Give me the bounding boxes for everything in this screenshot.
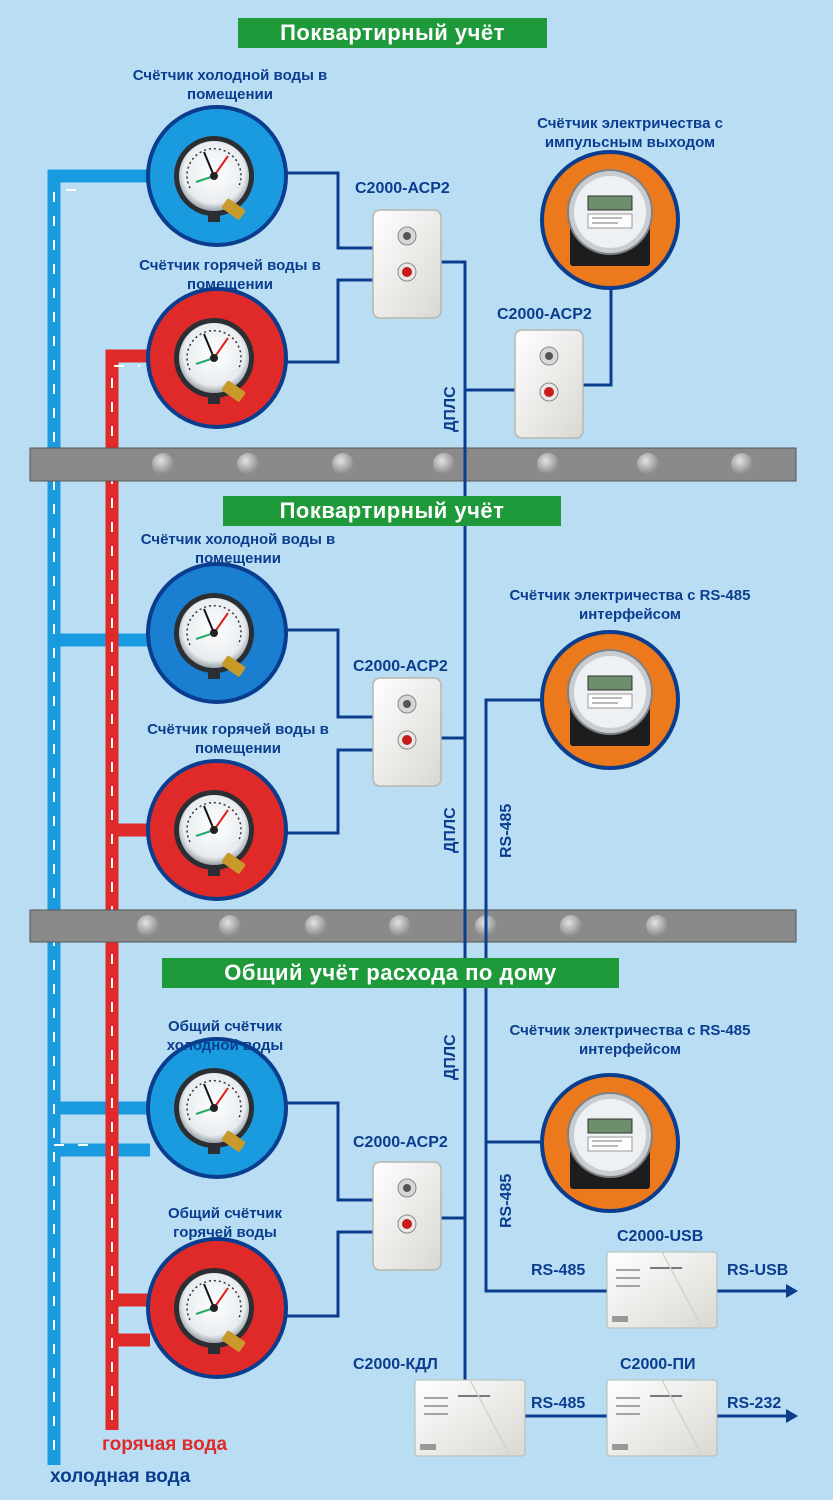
label-acp2-4: С2000-АСР2 — [353, 1134, 448, 1151]
label-hot-water: горячая вода — [102, 1434, 228, 1455]
label-hot-meter-common: Общий счётчик горячей воды — [168, 1205, 282, 1241]
banner-apartment-top: Поквартирный учёт — [238, 18, 547, 48]
label-rs485-vertical-2: RS-485 — [498, 1173, 515, 1228]
label-rs232: RS-232 — [727, 1395, 782, 1412]
hot-water-pipe — [105, 349, 150, 1430]
floor-slab-icon — [29, 447, 797, 943]
label-electric-meter-1: Счётчик электричества с импульсным выход… — [537, 115, 723, 151]
label-rs485-usb-in: RS-485 — [531, 1262, 586, 1279]
label-acp2-1: С2000-АСР2 — [355, 180, 450, 197]
arrow-right-icon — [786, 1284, 798, 1423]
electricity-meter-icon — [540, 150, 680, 1213]
rs485-bus-line — [484, 698, 790, 1418]
label-hot-meter-1: Счётчик горячей воды в помещении — [139, 257, 321, 293]
dpls-bus-line — [282, 171, 613, 1385]
label-dpls-2: ДПЛС — [442, 807, 459, 853]
label-cold-meter-1: Счётчик холодной воды в помещении — [132, 67, 328, 103]
label-cold-meter-common: Общий счётчик холодной воды — [166, 1018, 284, 1054]
pressure-gauge-icon — [146, 105, 288, 1379]
interface-box-icon — [414, 1251, 718, 1457]
cold-water-pipe — [47, 169, 150, 1465]
label-c2000-usb: С2000-USB — [617, 1228, 704, 1245]
label-rs485-pi-in: RS-485 — [531, 1395, 586, 1412]
label-c2000-pi: С2000-ПИ — [620, 1356, 696, 1373]
label-cold-meter-2: Счётчик холодной воды в помещении — [140, 531, 336, 567]
label-electric-meter-3: Счётчик электричества с RS-485 интерфейс… — [509, 1022, 751, 1058]
label-hot-meter-2: Счётчик горячей воды в помещении — [147, 721, 329, 757]
label-rs485-vertical-1: RS-485 — [498, 803, 515, 858]
label-dpls-3: ДПЛС — [442, 1034, 459, 1080]
label-electric-meter-2: Счётчик электричества с RS-485 интерфейс… — [509, 587, 751, 623]
banner-building-total: Общий учёт расхода по дому — [162, 958, 619, 988]
label-dpls-1: ДПЛС — [442, 386, 459, 432]
label-c2000-kdl: С2000-КДЛ — [353, 1356, 438, 1373]
banner-apartment-middle: Поквартирный учёт — [223, 496, 561, 526]
label-acp2-2: С2000-АСР2 — [497, 306, 592, 323]
label-rs-usb: RS-USB — [727, 1262, 789, 1279]
label-cold-water: холодная вода — [50, 1466, 191, 1487]
label-acp2-3: С2000-АСР2 — [353, 658, 448, 675]
